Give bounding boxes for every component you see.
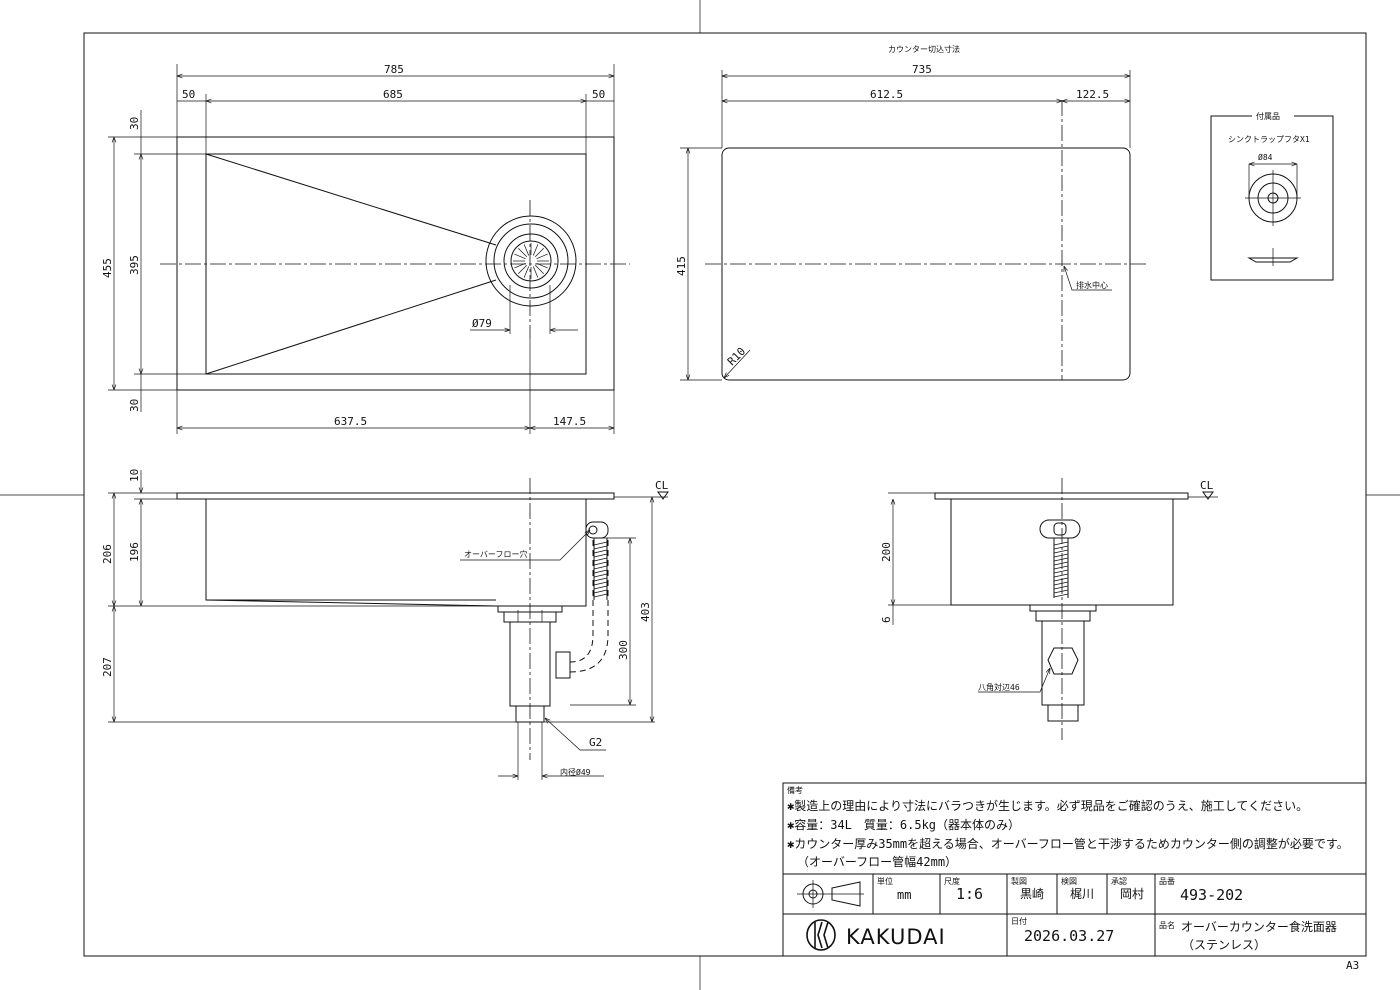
top-flange-label: 30 [128,117,141,130]
checked-label: 検図 [1061,876,1077,886]
inner-diameter-label: 内径Ø49 [560,767,591,777]
checked-value: 梶川 [1070,887,1094,901]
top-view: Ø79 785 685 50 50 455 395 30 30 637.5 [101,63,630,434]
unit-value: mm [897,888,911,902]
notes-block: 備考 ✱製造上の理由により寸法にバラつきが生じます。必ず現品をご確認のうえ、施工… [782,782,1367,957]
cl-label-side: CL [1200,479,1214,492]
drain-right-offset-label: 147.5 [553,415,586,428]
date-value: 2026.03.27 [1024,927,1114,945]
note-line-1: ✱製造上の理由により寸法にバラつきが生じます。必ず現品をご確認のうえ、施工してく… [787,798,1308,813]
name-label: 品名 [1159,920,1175,930]
pipe-length-label: 300 [617,640,630,660]
cutout-view: カウンター切込寸法 735 612.5 122.5 415 R10 排水中心 [675,44,1148,381]
product-name-line2: （ステンレス） [1182,938,1266,952]
side-view: CL 200 6 八角対辺46 [880,478,1218,740]
corner-radius-label: R10 [725,345,748,368]
brand-name: KAKUDAI [846,925,946,949]
approved-value: 岡村 [1120,887,1144,901]
scale-value: 1:6 [956,885,983,903]
side-bowl-depth-label: 200 [880,542,893,562]
cutout-title: カウンター切込寸法 [888,44,960,54]
accessory-title: 付属品 [1256,111,1280,121]
trap-cover-icon [1245,170,1301,266]
note-line-2: ✱容量：34L 質量：6.5kg（器本体のみ） [787,817,1020,832]
drain-height-label: 207 [101,657,114,677]
thread-label: G2 [589,736,602,749]
front-view: CL 206 207 196 10 403 300 オーバーフロ [101,469,669,780]
drain-diameter-label: Ø79 [472,317,492,330]
drawn-value: 黒崎 [1020,887,1044,901]
kakudai-logo-icon [806,919,836,951]
overall-width-label: 785 [384,63,404,76]
projection-symbol-icon [797,880,864,908]
cutout-drain-left-label: 612.5 [870,88,903,101]
total-depth-label: 206 [101,544,114,564]
sheet-size-label: A3 [1346,959,1359,972]
accessory-diameter: Ø84 [1258,152,1273,162]
product-name-line1: オーバーカウンター食洗面器 [1181,919,1337,934]
part-no-label: 品番 [1159,876,1175,886]
unit-label: 単位 [877,876,893,886]
drain-left-offset-label: 637.5 [334,415,367,428]
overflow-hole-label: オーバーフロー穴 [464,549,527,559]
inner-depth-label: 395 [128,255,141,275]
cl-label-front: CL [655,479,669,492]
note-line-4: （オーバーフロー管幅42mm） [797,854,957,869]
drain-center-label: 排水中心 [1076,280,1108,290]
hex-label: 八角対辺46 [978,682,1020,692]
approved-label: 承認 [1111,876,1127,886]
cutout-drain-right-label: 122.5 [1076,88,1109,101]
overall-depth-label: 455 [101,258,114,278]
title-block: 単位 mm 尺度 1:6 製図 黒崎 検図 梶川 承認 岡村 品番 493-20… [797,876,1337,952]
right-flange-label: 50 [592,88,605,101]
cutout-depth-label: 415 [675,256,688,276]
date-label: 日付 [1011,916,1027,926]
cutout-width-label: 735 [912,63,932,76]
side-bottom-offset-label: 6 [880,616,893,623]
drain-strainer-icon [485,215,577,307]
notes-heading: 備考 [787,785,803,795]
drawn-label: 製図 [1011,876,1027,886]
flange-thickness-label: 10 [128,469,141,482]
left-flange-label: 50 [182,88,195,101]
part-no-value: 493-202 [1180,886,1243,904]
accessory-item: シンクトラップフタX1 [1228,135,1310,144]
bottom-flange-label: 30 [128,399,141,412]
overflow-height-label: 403 [639,602,652,622]
bowl-depth-label: 196 [128,542,141,562]
inner-width-label: 685 [383,88,403,101]
scale-label: 尺度 [944,876,960,886]
accessory-box: 付属品 シンクトラップフタX1 Ø84 [1210,111,1334,281]
note-line-3: ✱カウンター厚み35mmを超える場合、オーバーフロー管と干渉するためカウンター側… [787,836,1349,851]
